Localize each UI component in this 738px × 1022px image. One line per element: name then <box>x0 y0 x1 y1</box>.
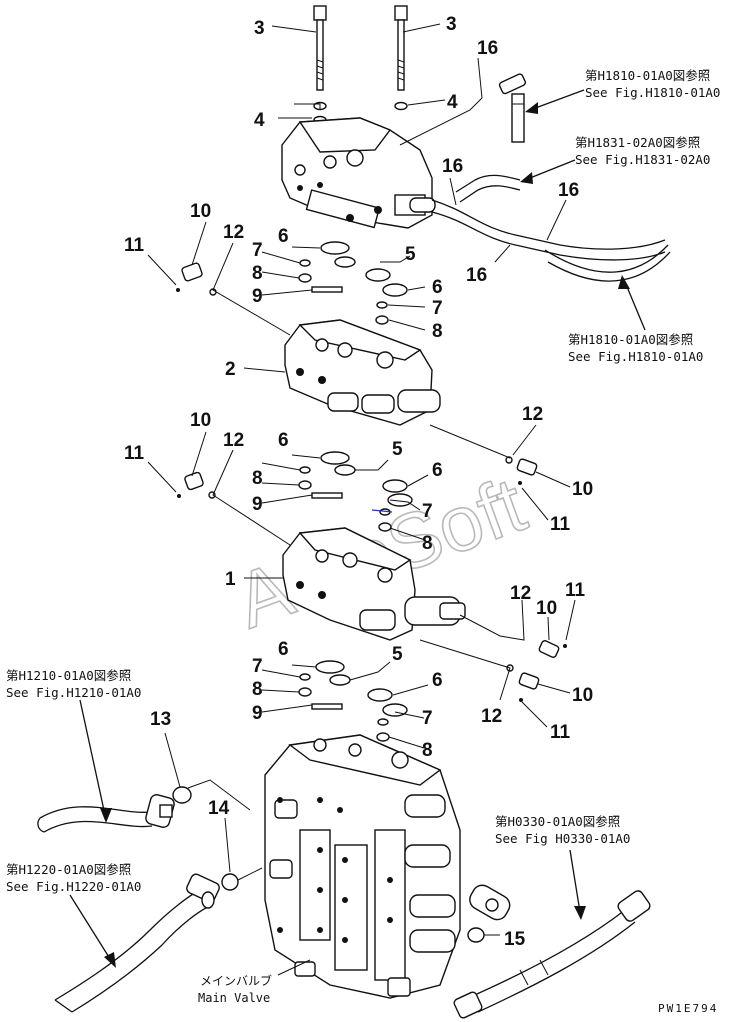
o-ring-15 <box>467 927 485 943</box>
ref-3-jp: 第H1810-01A0図参照 <box>568 332 693 347</box>
ref-3-en: See Fig.H1810-01A0 <box>568 349 703 364</box>
callout-5-a: 5 <box>405 244 416 265</box>
side-fitting <box>469 884 511 921</box>
callout-16-c: 16 <box>558 180 579 201</box>
ref-2-jp: 第H1831-02A0図参照 <box>575 135 700 150</box>
callout-4-right: 4 <box>447 92 458 113</box>
fitting-h1810-top <box>498 73 527 143</box>
callout-6-d: 6 <box>432 460 443 481</box>
callout-5-c: 5 <box>392 644 403 665</box>
elbow-fitting-10-mid <box>177 456 538 499</box>
callout-12-a: 12 <box>223 222 244 243</box>
hose-h0330 <box>453 890 651 1019</box>
callout-6-a: 6 <box>278 226 289 247</box>
valve-block-1 <box>282 527 466 641</box>
seal-group-1 <box>298 241 408 325</box>
ref-5-jp: 第H0330-01A0図参照 <box>495 814 620 829</box>
callout-8-a: 8 <box>252 263 263 284</box>
callout-numbers: 3 3 4 4 16 16 16 16 10 11 12 6 7 8 9 5 6… <box>124 14 593 950</box>
callout-11-d: 11 <box>565 580 586 601</box>
callout-3-right: 3 <box>446 14 457 35</box>
callout-10-a: 10 <box>190 201 211 222</box>
ref-6-en: See Fig.H1220-01A0 <box>6 879 141 894</box>
callout-8-e: 8 <box>252 679 263 700</box>
main-valve-label-jp: メインバルブ <box>200 973 272 988</box>
callout-16-b: 16 <box>442 156 463 177</box>
callout-8-c: 8 <box>252 468 263 489</box>
callout-10-e: 10 <box>572 685 593 706</box>
solenoid-valve-top <box>281 117 436 229</box>
ref-6-jp: 第H1220-01A0図参照 <box>6 862 131 877</box>
callout-11-a: 11 <box>124 235 145 256</box>
seal-group-3 <box>298 660 408 742</box>
callout-6-b: 6 <box>432 277 443 298</box>
callout-16-d: 16 <box>466 265 487 286</box>
leader-lines <box>147 23 576 976</box>
o-ring-14 <box>221 873 239 891</box>
callout-11-e: 11 <box>550 722 571 743</box>
callout-13: 13 <box>150 709 171 730</box>
callout-8-b: 8 <box>432 321 443 342</box>
ref-4-jp: 第H1210-01A0図参照 <box>6 668 131 683</box>
o-ring-13 <box>172 786 192 804</box>
callout-7-c: 7 <box>422 501 433 522</box>
callout-9-c: 9 <box>252 494 263 515</box>
callout-9-d: 9 <box>252 703 263 724</box>
callout-7-a: 7 <box>252 240 263 261</box>
callout-1: 1 <box>225 569 236 590</box>
callout-6-f: 6 <box>432 670 443 691</box>
hose-h1220 <box>54 873 220 1013</box>
callout-9-a: 9 <box>252 286 263 307</box>
callout-5-b: 5 <box>392 439 403 460</box>
callout-12-e: 12 <box>481 706 502 727</box>
main-valve-label-en: Main Valve <box>198 991 270 1005</box>
callout-2: 2 <box>225 359 236 380</box>
callout-6-c: 6 <box>278 430 289 451</box>
callout-6-e: 6 <box>278 639 289 660</box>
callout-11-b: 11 <box>550 514 571 535</box>
valve-block-2 <box>284 319 441 426</box>
callout-16-a: 16 <box>477 38 498 59</box>
callout-7-b: 7 <box>432 298 443 319</box>
ref-4-en: See Fig.H1210-01A0 <box>6 685 141 700</box>
callout-3-left: 3 <box>254 18 265 39</box>
ref-1-jp: 第H1810-01A0図参照 <box>585 68 710 83</box>
callout-12-d: 12 <box>510 583 531 604</box>
reference-labels: 第H1810-01A0図参照 See Fig.H1810-01A0 第H1831… <box>6 68 720 894</box>
callout-7-e: 7 <box>422 708 433 729</box>
main-valve <box>264 734 461 999</box>
elbow-fitting-10-top <box>176 262 217 296</box>
callout-8-f: 8 <box>422 740 433 761</box>
washer-right <box>394 101 408 111</box>
ref-1-en: See Fig.H1810-01A0 <box>585 85 720 100</box>
callout-12-b: 12 <box>522 404 543 425</box>
callout-15: 15 <box>504 929 526 950</box>
callout-4-left: 4 <box>254 110 265 131</box>
callout-14: 14 <box>208 798 230 819</box>
callout-10-c: 10 <box>190 410 211 431</box>
callout-7-d: 7 <box>252 656 263 677</box>
callout-10-d: 10 <box>536 598 557 619</box>
elbow-fittings-10-lower <box>506 640 567 702</box>
callout-11-c: 11 <box>124 443 145 464</box>
hose-h1210 <box>37 794 175 833</box>
reference-arrows <box>69 89 646 968</box>
callout-8-d: 8 <box>422 533 433 554</box>
callout-12-c: 12 <box>223 430 244 451</box>
drawing-code: PW1E794 <box>658 1002 718 1015</box>
ref-5-en: See Fig H0330-01A0 <box>495 831 630 846</box>
callout-10-b: 10 <box>572 479 593 500</box>
bolt-right <box>394 5 408 91</box>
ref-2-en: See Fig.H1831-02A0 <box>575 152 710 167</box>
bolt-left <box>313 5 327 91</box>
